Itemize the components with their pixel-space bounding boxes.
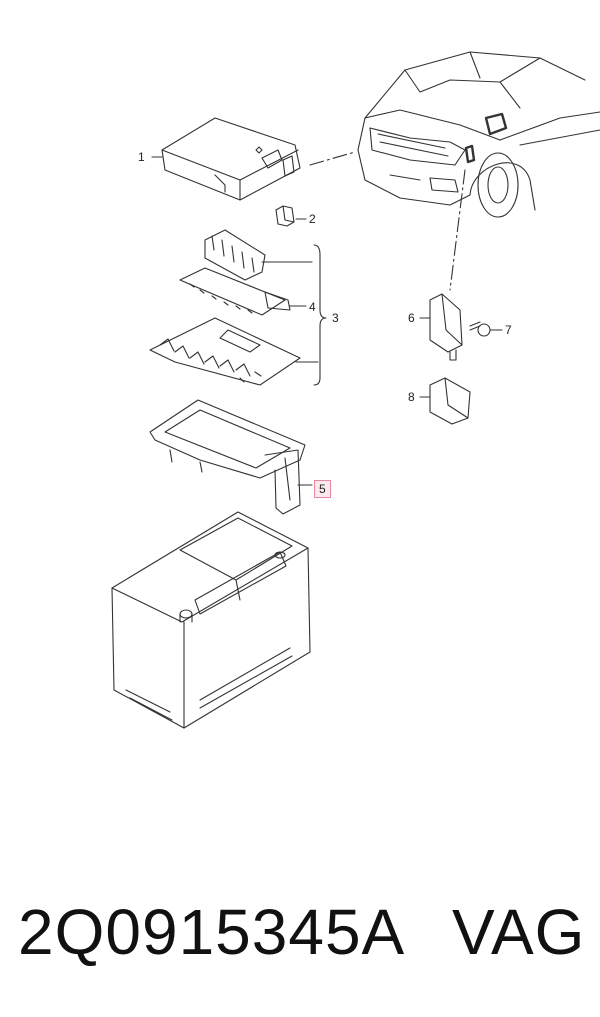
callout-5: 5 xyxy=(314,480,331,498)
nut xyxy=(275,205,307,227)
callout-2: 2 xyxy=(309,212,316,226)
callout-4: 4 xyxy=(309,300,316,314)
part-number: 2Q0915345A xyxy=(18,896,406,968)
callout-7: 7 xyxy=(505,323,512,337)
relay-bracket xyxy=(419,293,463,361)
callout-1: 1 xyxy=(138,150,145,164)
callout-3: 3 xyxy=(332,311,339,325)
screw xyxy=(469,321,503,337)
vehicle-illustration xyxy=(357,51,600,218)
battery-tray xyxy=(149,399,313,515)
relay xyxy=(419,377,471,425)
callout-8: 8 xyxy=(408,390,415,404)
fuse-box-cover xyxy=(151,117,301,201)
callout-6: 6 xyxy=(408,311,415,325)
fuse-holder-assembly xyxy=(149,229,327,386)
footer: 2Q0915345A VAG xyxy=(0,895,600,985)
brand-name: VAG xyxy=(452,896,586,968)
parts-diagram xyxy=(111,51,600,729)
leader-lines xyxy=(309,151,466,291)
battery xyxy=(111,511,311,729)
